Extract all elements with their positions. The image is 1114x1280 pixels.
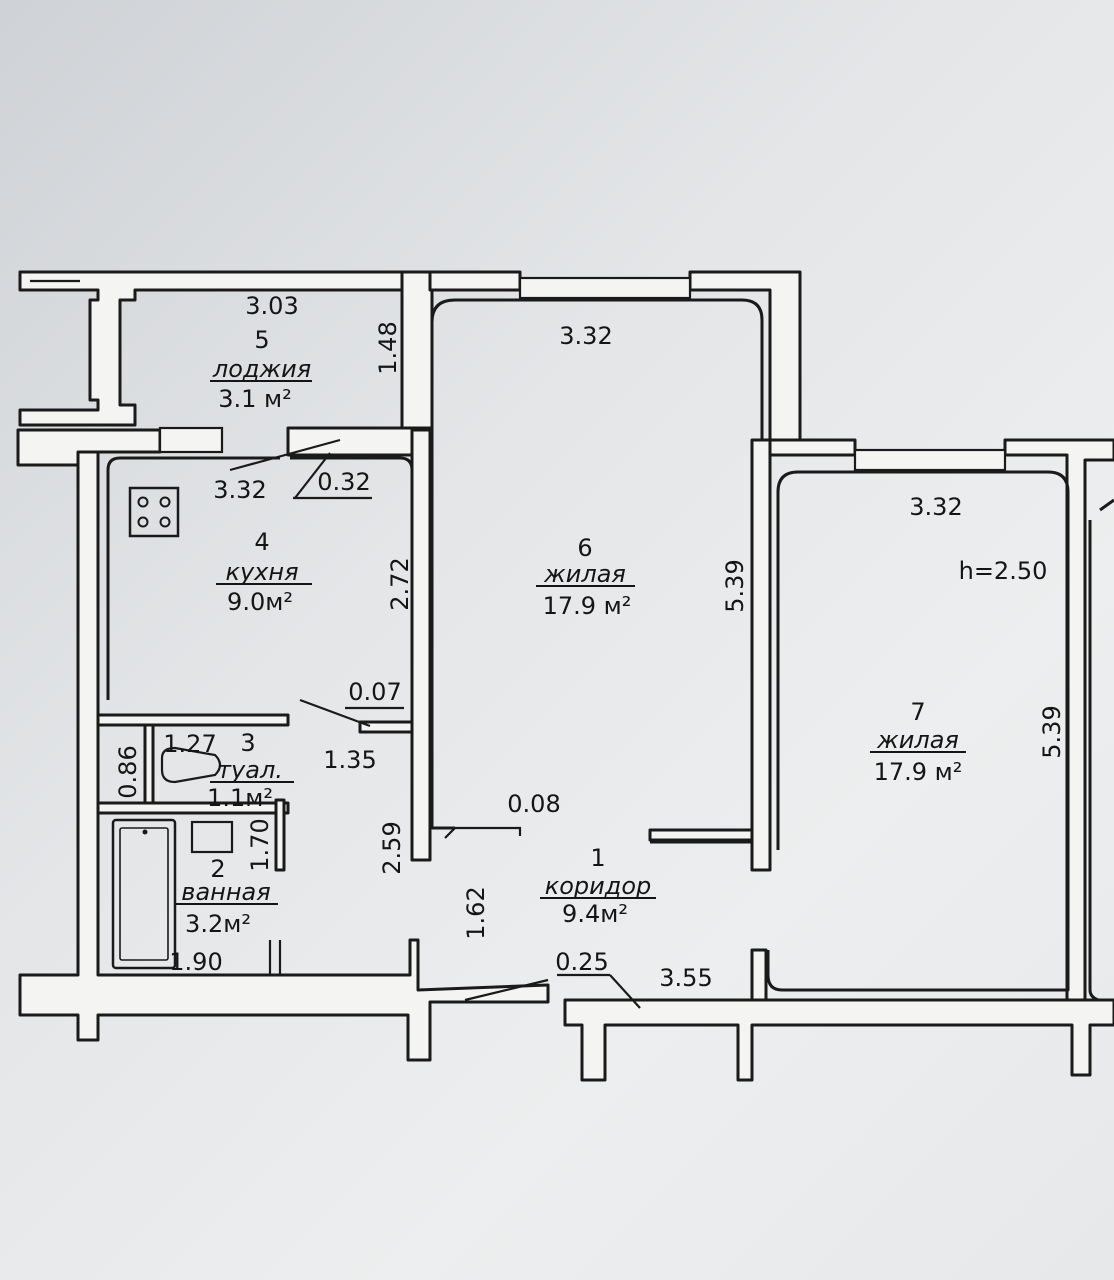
room-number: 1 <box>590 844 605 872</box>
dim-bath-depth: 1.70 <box>246 818 274 871</box>
toilet-icon <box>160 746 222 784</box>
room-number: 4 <box>254 528 269 556</box>
dim-kitchen-step: 0.07 <box>348 678 401 706</box>
dim-kitchen-width: 3.32 <box>213 476 266 504</box>
dim-room6-step: 0.08 <box>507 790 560 818</box>
room-area: 1.1м² <box>207 784 273 812</box>
room-area: 3.1 м² <box>218 385 292 413</box>
room7-walls <box>766 438 1114 1004</box>
dim-entry-step: 0.25 <box>555 948 608 976</box>
dim-room7-depth: 5.39 <box>1038 705 1066 758</box>
room-label-room6: 6 жилая 17.9 м² <box>536 534 635 620</box>
dim-bath-width: 1.90 <box>169 948 222 976</box>
room-label-bathroom: 2 ванная 3.2м² <box>174 855 278 938</box>
stove-icon <box>128 486 180 538</box>
room-number: 2 <box>210 855 225 883</box>
room-area: 9.4м² <box>562 900 628 928</box>
room-name: ванная <box>181 878 270 906</box>
left-outer-wall <box>18 450 550 1062</box>
dim-room6-depth: 5.39 <box>721 559 749 612</box>
room-number: 7 <box>910 698 925 726</box>
dim-loggia-depth: 1.48 <box>374 321 402 374</box>
room-name: кухня <box>225 558 298 586</box>
dim-kitchen-offset: 0.32 <box>317 468 370 496</box>
room-name: лоджия <box>212 355 311 383</box>
room-area: 17.9 м² <box>874 758 963 786</box>
room-number: 6 <box>577 534 592 562</box>
dim-entry-width: 3.55 <box>659 964 712 992</box>
room-area: 3.2м² <box>185 910 251 938</box>
room6-left-wall <box>410 428 432 862</box>
room-name: туал. <box>217 756 283 784</box>
kitchen-outline <box>106 456 280 700</box>
dim-corridor-b: 2.59 <box>378 821 406 874</box>
leader-lines <box>229 438 641 1009</box>
dim-room7-width: 3.32 <box>909 493 962 521</box>
room-number: 5 <box>254 326 269 354</box>
dim-corridor-c: 1.62 <box>462 886 490 939</box>
room-name: коридор <box>545 872 652 900</box>
room-label-corridor: 1 коридор 9.4м² <box>540 844 656 928</box>
loggia-kitchen-wall <box>16 426 432 467</box>
loggia-walls <box>18 270 434 432</box>
room-area: 9.0м² <box>227 588 293 616</box>
dim-kitchen-depth: 2.72 <box>386 557 414 610</box>
room-area: 17.9 м² <box>543 592 632 620</box>
room-label-kitchen: 4 кухня 9.0м² <box>216 528 312 616</box>
room-label-room7: 7 жилая 17.9 м² <box>870 698 966 786</box>
dim-corridor-a: 1.35 <box>323 746 376 774</box>
bathtub-icon <box>111 818 177 970</box>
room6-walls <box>428 270 802 872</box>
room-label-loggia: 5 лоджия 3.1 м² <box>210 326 312 413</box>
dimension-labels: 3.03 3.32 0.32 0.07 3.32 0.08 3.32 h=2.5… <box>114 292 1066 992</box>
dim-loggia-width: 3.03 <box>245 292 298 320</box>
bottom-right-wall <box>563 948 1114 1082</box>
dim-toilet-depth: 0.86 <box>114 745 142 798</box>
ceiling-height: h=2.50 <box>959 557 1048 585</box>
sink-icon <box>190 820 234 854</box>
room-name: жилая <box>876 726 959 754</box>
dim-room6-width: 3.32 <box>559 322 612 350</box>
room-number: 3 <box>240 729 255 757</box>
dim-toilet-width: 1.27 <box>163 730 216 758</box>
room-name: жилая <box>543 560 626 588</box>
room-label-toilet: 3 туал. 1.1м² <box>207 729 294 812</box>
